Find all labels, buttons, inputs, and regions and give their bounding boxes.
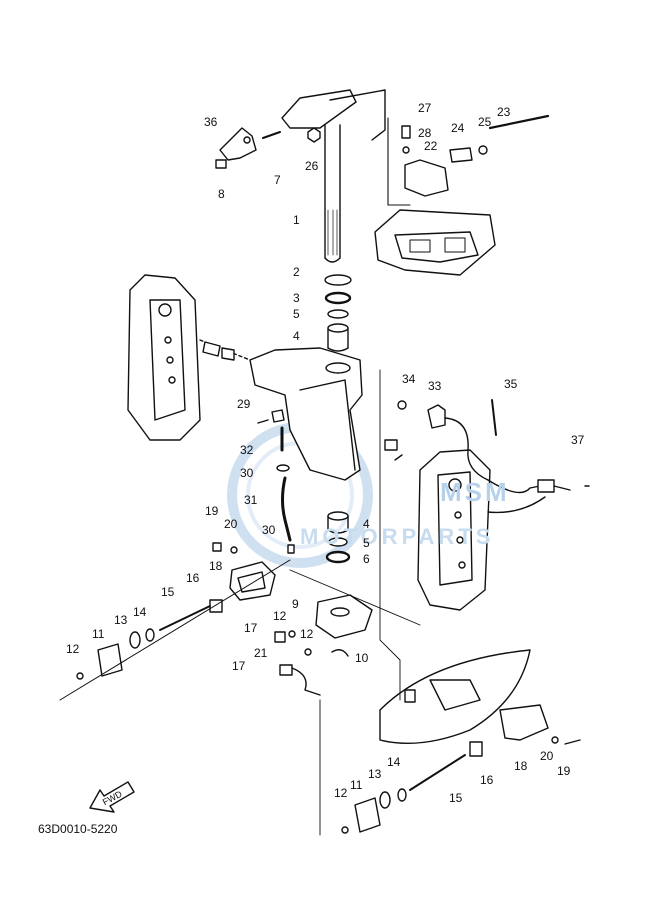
oring-5b [328, 537, 348, 547]
callout-30: 30 [240, 466, 254, 480]
clamp-bracket-right [417, 449, 491, 611]
callout-33: 33 [428, 379, 442, 393]
callout-29: 29 [237, 397, 251, 411]
callout-30b: 30 [262, 523, 276, 537]
bracket-36 [215, 127, 281, 169]
bushing-4b [327, 515, 349, 531]
bushing-4a [327, 327, 349, 349]
callout-5: 5 [293, 307, 300, 321]
callout-4: 4 [293, 329, 300, 343]
callout-31: 31 [244, 493, 258, 507]
callout-19: 19 [205, 504, 219, 518]
washer-6 [325, 550, 351, 564]
callout-20: 20 [224, 517, 238, 531]
oring-5a [327, 309, 349, 319]
callout-35: 35 [504, 377, 518, 391]
callout-12c: 12 [300, 627, 314, 641]
callout-5b: 5 [363, 536, 370, 550]
callout-12d: 12 [334, 786, 348, 800]
callout-9: 9 [292, 597, 299, 611]
callout-16: 16 [186, 571, 200, 585]
washer-3 [324, 291, 352, 305]
callout-13: 13 [114, 613, 128, 627]
callout-8: 8 [218, 187, 225, 201]
callout-20b: 20 [540, 749, 554, 763]
callout-18b: 18 [514, 759, 528, 773]
callout-23: 23 [497, 105, 511, 119]
callout-37: 37 [571, 433, 585, 447]
callout-4b: 4 [363, 517, 370, 531]
callout-11: 11 [92, 627, 105, 641]
lower-cowl [341, 649, 581, 834]
callout-13b: 13 [368, 767, 382, 781]
callout-15: 15 [161, 585, 175, 599]
callout-1: 1 [293, 213, 300, 227]
callout-2: 2 [293, 265, 300, 279]
callout-10: 10 [355, 651, 369, 665]
clamp-bracket-left [127, 274, 235, 441]
watermark-brand: MSM [440, 477, 510, 507]
steering-shaft [281, 89, 386, 263]
callout-32: 32 [240, 443, 254, 457]
callout-17b: 17 [232, 659, 246, 673]
nut-26 [307, 127, 321, 143]
diagram-code: 63D0010-5220 [38, 822, 118, 836]
callout-25: 25 [478, 115, 492, 129]
callout-34: 34 [402, 372, 416, 386]
callout-7: 7 [274, 173, 281, 187]
callout-19b: 19 [557, 764, 571, 778]
callout-6: 6 [363, 552, 370, 566]
callout-11b: 11 [350, 778, 363, 792]
callout-14: 14 [133, 605, 147, 619]
callout-21: 21 [254, 646, 268, 660]
callout-17: 17 [244, 621, 258, 635]
grease-parts [257, 409, 295, 554]
callout-27: 27 [418, 101, 432, 115]
steering-yoke [274, 594, 373, 696]
callout-22: 22 [424, 139, 438, 153]
trim-sender [384, 399, 590, 514]
upper-mount [374, 114, 550, 276]
callout-36: 36 [204, 115, 218, 129]
callout-3: 3 [293, 291, 300, 305]
washer-2 [324, 274, 352, 286]
callout-12b: 12 [273, 609, 287, 623]
watermark-text: MOTORPARTS [300, 524, 495, 549]
callout-18: 18 [209, 559, 223, 573]
lower-mount-left [59, 542, 291, 701]
callout-26: 26 [305, 159, 319, 173]
callout-14b: 14 [387, 755, 401, 769]
callout-16b: 16 [480, 773, 494, 787]
callout-12: 12 [66, 642, 80, 656]
fwd-arrow-icon [89, 781, 135, 813]
callout-28: 28 [418, 126, 432, 140]
callout-24: 24 [451, 121, 465, 135]
callout-15b: 15 [449, 791, 463, 805]
